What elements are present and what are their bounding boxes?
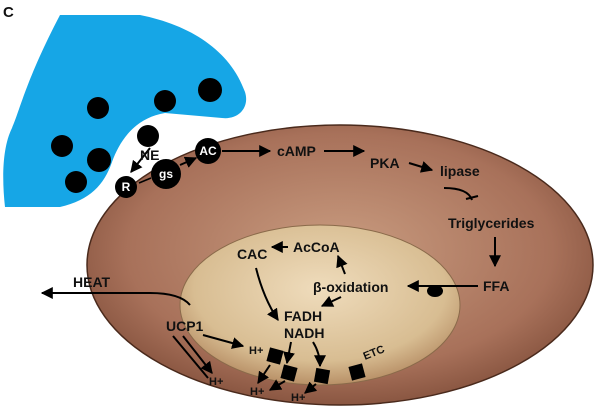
fadh-label: FADH bbox=[284, 308, 322, 324]
triglycerides-label: Triglycerides bbox=[448, 215, 535, 231]
gs-node bbox=[151, 159, 181, 189]
proton-label-ims-1: H+ bbox=[209, 376, 223, 388]
nadh-etc-arrow bbox=[283, 341, 295, 365]
nadh-label: NADH bbox=[284, 325, 324, 341]
proton-label-matrix: H+ bbox=[249, 345, 263, 357]
pka-label: PKA bbox=[370, 155, 400, 171]
vesicle bbox=[137, 125, 159, 147]
etc-complex bbox=[280, 364, 298, 382]
pka-lipase-arrow bbox=[408, 161, 434, 173]
proton-pump-arrow bbox=[268, 379, 286, 391]
etc-complex bbox=[348, 363, 366, 381]
beta-oxidation-label: β-oxidation bbox=[313, 279, 388, 295]
ucp1-proton-leak-arrow bbox=[182, 335, 213, 374]
nadh-etc-arrow-2 bbox=[312, 341, 326, 368]
ne-label: NE bbox=[140, 147, 159, 163]
mitochondrion bbox=[179, 224, 461, 386]
r-gs-link bbox=[138, 177, 152, 184]
vesicle bbox=[198, 78, 222, 102]
etc-complex bbox=[266, 347, 284, 365]
receptor-node bbox=[115, 176, 137, 198]
vesicle bbox=[51, 135, 73, 157]
lipase-label: lipase bbox=[440, 163, 480, 179]
beta-oxidation-fadh-arrow bbox=[320, 295, 342, 307]
heat-output-arrow bbox=[40, 287, 191, 306]
cac-label: CAC bbox=[237, 246, 267, 262]
lipase-action-bar bbox=[465, 195, 479, 200]
ucp1-proton-leak-line bbox=[172, 335, 209, 379]
vesicle bbox=[87, 148, 111, 172]
ac-node bbox=[195, 138, 221, 164]
camp-label: cAMP bbox=[277, 143, 316, 159]
vesicles bbox=[51, 78, 222, 193]
accoa-label: AcCoA bbox=[293, 239, 340, 255]
sympathetic-nerve-terminal bbox=[3, 15, 247, 207]
vesicle bbox=[65, 171, 87, 193]
proton-pump-arrow bbox=[304, 381, 318, 394]
panel-letter: C bbox=[3, 4, 14, 21]
ucp1-label: UCP1 bbox=[166, 318, 204, 334]
vesicle bbox=[154, 90, 176, 112]
ne-release-arrow bbox=[130, 147, 151, 173]
proton-pump-arrow bbox=[257, 364, 271, 384]
ac-label: AC bbox=[199, 144, 217, 158]
fatty-acid-transporter bbox=[427, 285, 443, 297]
proton-label-ims-2: H+ bbox=[250, 386, 264, 398]
beta-oxidation-accoa-arrow bbox=[336, 254, 348, 275]
heat-label: HEAT bbox=[73, 274, 111, 290]
etc-complex bbox=[313, 367, 331, 385]
gs-label: gs bbox=[159, 167, 173, 181]
vesicle bbox=[87, 97, 109, 119]
ucp1-proton-arrow bbox=[202, 334, 245, 349]
gs-ac-arrow bbox=[179, 156, 198, 168]
cac-fadh-arrow bbox=[255, 267, 279, 321]
receptor-label: R bbox=[122, 180, 131, 194]
ffa-label: FFA bbox=[483, 278, 509, 294]
proton-label-ims-3: H+ bbox=[291, 392, 305, 404]
